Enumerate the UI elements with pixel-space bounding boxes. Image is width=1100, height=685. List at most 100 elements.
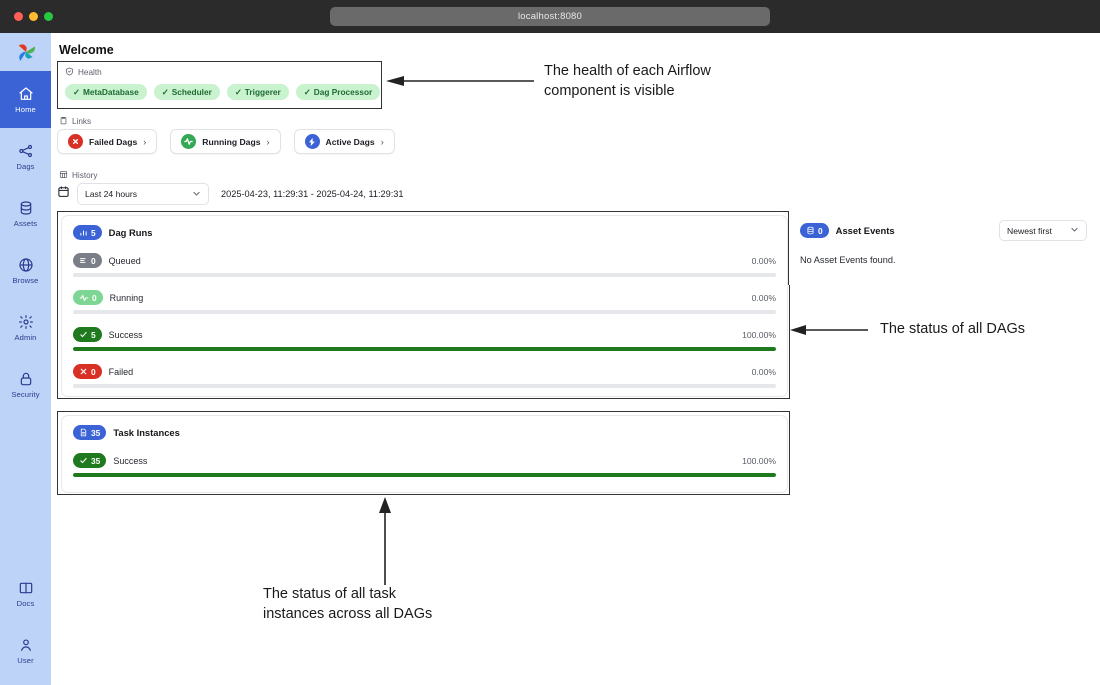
links-section-label: Links bbox=[59, 116, 91, 127]
health-annotation-line2: component is visible bbox=[544, 82, 675, 99]
sidebar-item-assets[interactable]: Assets bbox=[0, 185, 51, 242]
dag-runs-queued-count: 0 bbox=[91, 255, 96, 266]
gear-icon bbox=[18, 314, 34, 330]
task-icon-badge: 35 bbox=[73, 425, 107, 440]
bar-chart-icon-badge: 5 bbox=[73, 225, 102, 240]
dag-runs-success-label: Success bbox=[108, 329, 143, 340]
chevron-down-icon bbox=[1070, 225, 1079, 236]
x-icon-badge: 0 bbox=[73, 364, 102, 379]
task-instances-annotation-line2: instances across all DAGs bbox=[263, 605, 433, 622]
task-instances-success-bar bbox=[73, 473, 776, 477]
health-pill-dag-processor-label: Dag Processor bbox=[313, 87, 373, 97]
browser-titlebar: localhost:8080 bbox=[0, 0, 1100, 33]
history-icon bbox=[59, 170, 68, 181]
sidebar: Home Dags Assets bbox=[0, 33, 51, 685]
health-pill-dag-processor[interactable]: ✓ Dag Processor bbox=[295, 84, 381, 100]
health-pill-metadatabase-label: MetaDatabase bbox=[82, 87, 139, 97]
address-bar[interactable]: localhost:8080 bbox=[330, 7, 770, 26]
lock-icon bbox=[18, 371, 34, 387]
dag-runs-row-running[interactable]: 0 Running 0.00% bbox=[73, 290, 776, 314]
dag-runs-failed-percent: 0.00% bbox=[751, 366, 776, 377]
shield-check-icon bbox=[65, 67, 74, 78]
sidebar-item-assets-label: Assets bbox=[13, 218, 38, 228]
dag-runs-failed-bar bbox=[73, 384, 776, 388]
task-instances-success-count: 35 bbox=[91, 455, 101, 466]
dag-runs-running-bar bbox=[73, 310, 776, 314]
main-content: Welcome Health ✓ MetaDatabase ✓ Schedule bbox=[51, 33, 1100, 685]
history-range-text: 2025-04-23, 11:29:31 - 2025-04-24, 11:29… bbox=[221, 189, 404, 199]
dag-runs-row-failed[interactable]: 0 Failed 0.00% bbox=[73, 364, 776, 388]
links-row: Failed Dags › Running Dags › Active Dags… bbox=[57, 129, 395, 154]
database-icon-badge: 0 bbox=[800, 223, 829, 238]
dag-runs-queued-label: Queued bbox=[108, 255, 141, 266]
dags-annotation-line1: The status of all DAGs bbox=[880, 321, 1026, 337]
sidebar-item-security[interactable]: Security bbox=[0, 356, 51, 413]
task-instances-annotation-text: The status of all task instances across … bbox=[263, 585, 563, 624]
dag-runs-success-bar bbox=[73, 347, 776, 351]
task-instances-row-success[interactable]: 35 Success 100.00% bbox=[73, 453, 776, 477]
link-failed-dags[interactable]: Failed Dags › bbox=[57, 129, 158, 154]
sidebar-item-home[interactable]: Home bbox=[0, 71, 51, 128]
link-active-dags[interactable]: Active Dags › bbox=[293, 129, 395, 154]
history-range-select[interactable]: Last 24 hours bbox=[77, 183, 209, 205]
chevron-right-icon: › bbox=[143, 136, 147, 147]
dag-runs-row-success[interactable]: 5 Success 100.00% bbox=[73, 327, 776, 351]
check-icon: ✓ bbox=[73, 87, 80, 97]
asset-events-sort-select[interactable]: Newest first bbox=[999, 220, 1087, 241]
sidebar-item-dags[interactable]: Dags bbox=[0, 128, 51, 185]
health-section-label: Health bbox=[65, 67, 374, 78]
minimize-window-button[interactable] bbox=[29, 12, 38, 21]
health-panel: Health ✓ MetaDatabase ✓ Scheduler ✓ Trig… bbox=[57, 61, 382, 109]
window-controls bbox=[14, 12, 53, 21]
check-icon: ✓ bbox=[234, 87, 242, 97]
asset-events-empty-text: No Asset Events found. bbox=[800, 255, 896, 265]
sidebar-item-browse-label: Browse bbox=[12, 275, 39, 285]
health-annotation-line1: The health of each Airflow bbox=[544, 63, 711, 79]
task-instances-success-percent: 100.00% bbox=[742, 455, 776, 466]
sidebar-item-admin[interactable]: Admin bbox=[0, 299, 51, 356]
history-controls: Last 24 hours 2025-04-23, 11:29:31 - 202… bbox=[57, 183, 404, 205]
chevron-right-icon: › bbox=[266, 136, 270, 147]
check-icon-badge: 5 bbox=[73, 327, 102, 342]
health-pill-metadatabase[interactable]: ✓ MetaDatabase bbox=[65, 84, 147, 100]
close-window-button[interactable] bbox=[14, 12, 23, 21]
dag-runs-total: 5 bbox=[91, 227, 96, 238]
dag-runs-success-count: 5 bbox=[91, 329, 96, 340]
sidebar-item-security-label: Security bbox=[11, 389, 40, 399]
asset-events-title: Asset Events bbox=[835, 225, 895, 236]
task-instances-annotation-line1: The status of all task bbox=[263, 586, 396, 602]
sidebar-item-docs[interactable]: Docs bbox=[0, 565, 51, 622]
dag-runs-running-label: Running bbox=[109, 292, 144, 303]
sidebar-item-dags-label: Dags bbox=[16, 161, 35, 171]
task-instances-total: 35 bbox=[91, 427, 101, 438]
airflow-pinwheel-logo[interactable] bbox=[0, 33, 51, 71]
dag-runs-running-count: 0 bbox=[92, 292, 97, 303]
dags-annotation-arrow bbox=[790, 325, 868, 335]
chevron-right-icon: › bbox=[380, 136, 384, 147]
bolt-circle-icon bbox=[304, 134, 320, 149]
asset-events-total: 0 bbox=[818, 225, 823, 236]
task-instances-panel: 35 Task Instances 35 Success 100.0 bbox=[61, 415, 788, 493]
asset-events-header: 0 Asset Events Newest first bbox=[800, 220, 1087, 241]
health-annotation-arrow bbox=[386, 76, 534, 86]
sidebar-item-browse[interactable]: Browse bbox=[0, 242, 51, 299]
globe-icon bbox=[18, 257, 34, 273]
link-running-dags[interactable]: Running Dags › bbox=[170, 129, 281, 154]
asset-events-sort-value: Newest first bbox=[1007, 225, 1052, 236]
dag-runs-panel: 5 Dag Runs 0 Queued 0.00% bbox=[61, 215, 788, 397]
health-pill-triggerer[interactable]: ✓ Triggerer bbox=[226, 84, 289, 100]
sidebar-item-user[interactable]: User bbox=[0, 622, 51, 679]
check-icon-badge: 35 bbox=[73, 453, 107, 468]
address-bar-text: localhost:8080 bbox=[517, 11, 583, 22]
pulse-circle-icon bbox=[181, 134, 197, 149]
home-icon bbox=[18, 86, 34, 102]
health-pill-scheduler[interactable]: ✓ Scheduler bbox=[153, 84, 220, 100]
sidebar-item-admin-label: Admin bbox=[14, 332, 37, 342]
maximize-window-button[interactable] bbox=[44, 12, 53, 21]
dag-runs-row-queued[interactable]: 0 Queued 0.00% bbox=[73, 253, 776, 277]
page-title: Welcome bbox=[59, 43, 114, 57]
dag-runs-running-percent: 0.00% bbox=[751, 292, 776, 303]
dag-runs-title: Dag Runs bbox=[108, 227, 153, 238]
health-label-text: Health bbox=[78, 68, 102, 77]
